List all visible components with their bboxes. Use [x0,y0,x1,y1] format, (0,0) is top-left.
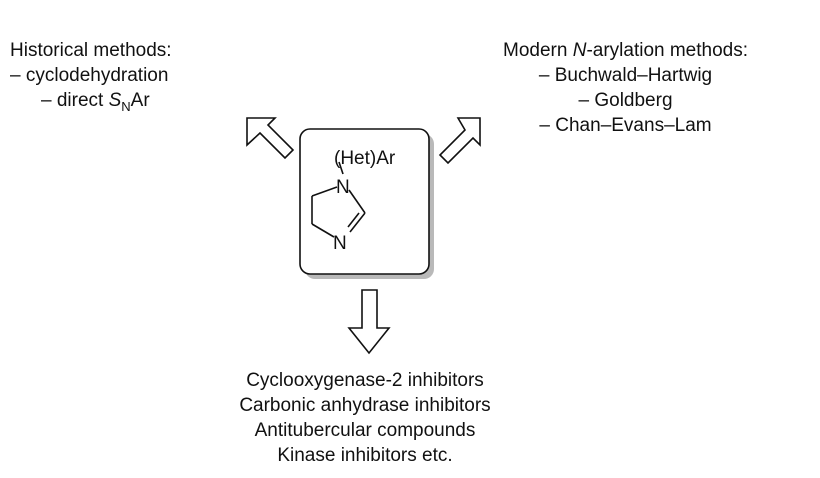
historical-item-snar: – direct SNAr [41,90,150,114]
modern-item-buchwald: – Buchwald–Hartwig [538,65,713,86]
application-item: Cyclooxygenase-2 inhibitors [246,370,484,391]
historical-heading: Historical methods: [10,40,172,61]
substituent-label: (Het)Ar [334,148,396,169]
arrow-up-right-icon [438,117,481,165]
modern-item-chan: – Chan–Evans–Lam [539,115,712,136]
applications-list: Cyclooxygenase-2 inhibitors Carbonic anh… [205,368,525,468]
arrow-down-icon [347,289,391,355]
ring-nitrogen-1: N [336,177,350,198]
modern-methods: Modern N-arylation methods: – Buchwald–H… [503,38,748,138]
modern-item-goldberg: – Goldberg [578,90,673,111]
structure-box [299,128,430,275]
application-item: Kinase inhibitors etc. [277,445,453,466]
arrow-up-left-icon [246,117,295,160]
ring-nitrogen-3: N [333,233,347,254]
application-item: Carbonic anhydrase inhibitors [239,395,491,416]
application-item: Antitubercular compounds [254,420,476,441]
historical-methods: Historical methods: – cyclodehydration –… [10,38,172,114]
imidazoline-ring [311,161,366,238]
historical-item-cyclodehydration: – cyclodehydration [10,65,169,86]
modern-heading: Modern N-arylation methods: [503,40,749,61]
